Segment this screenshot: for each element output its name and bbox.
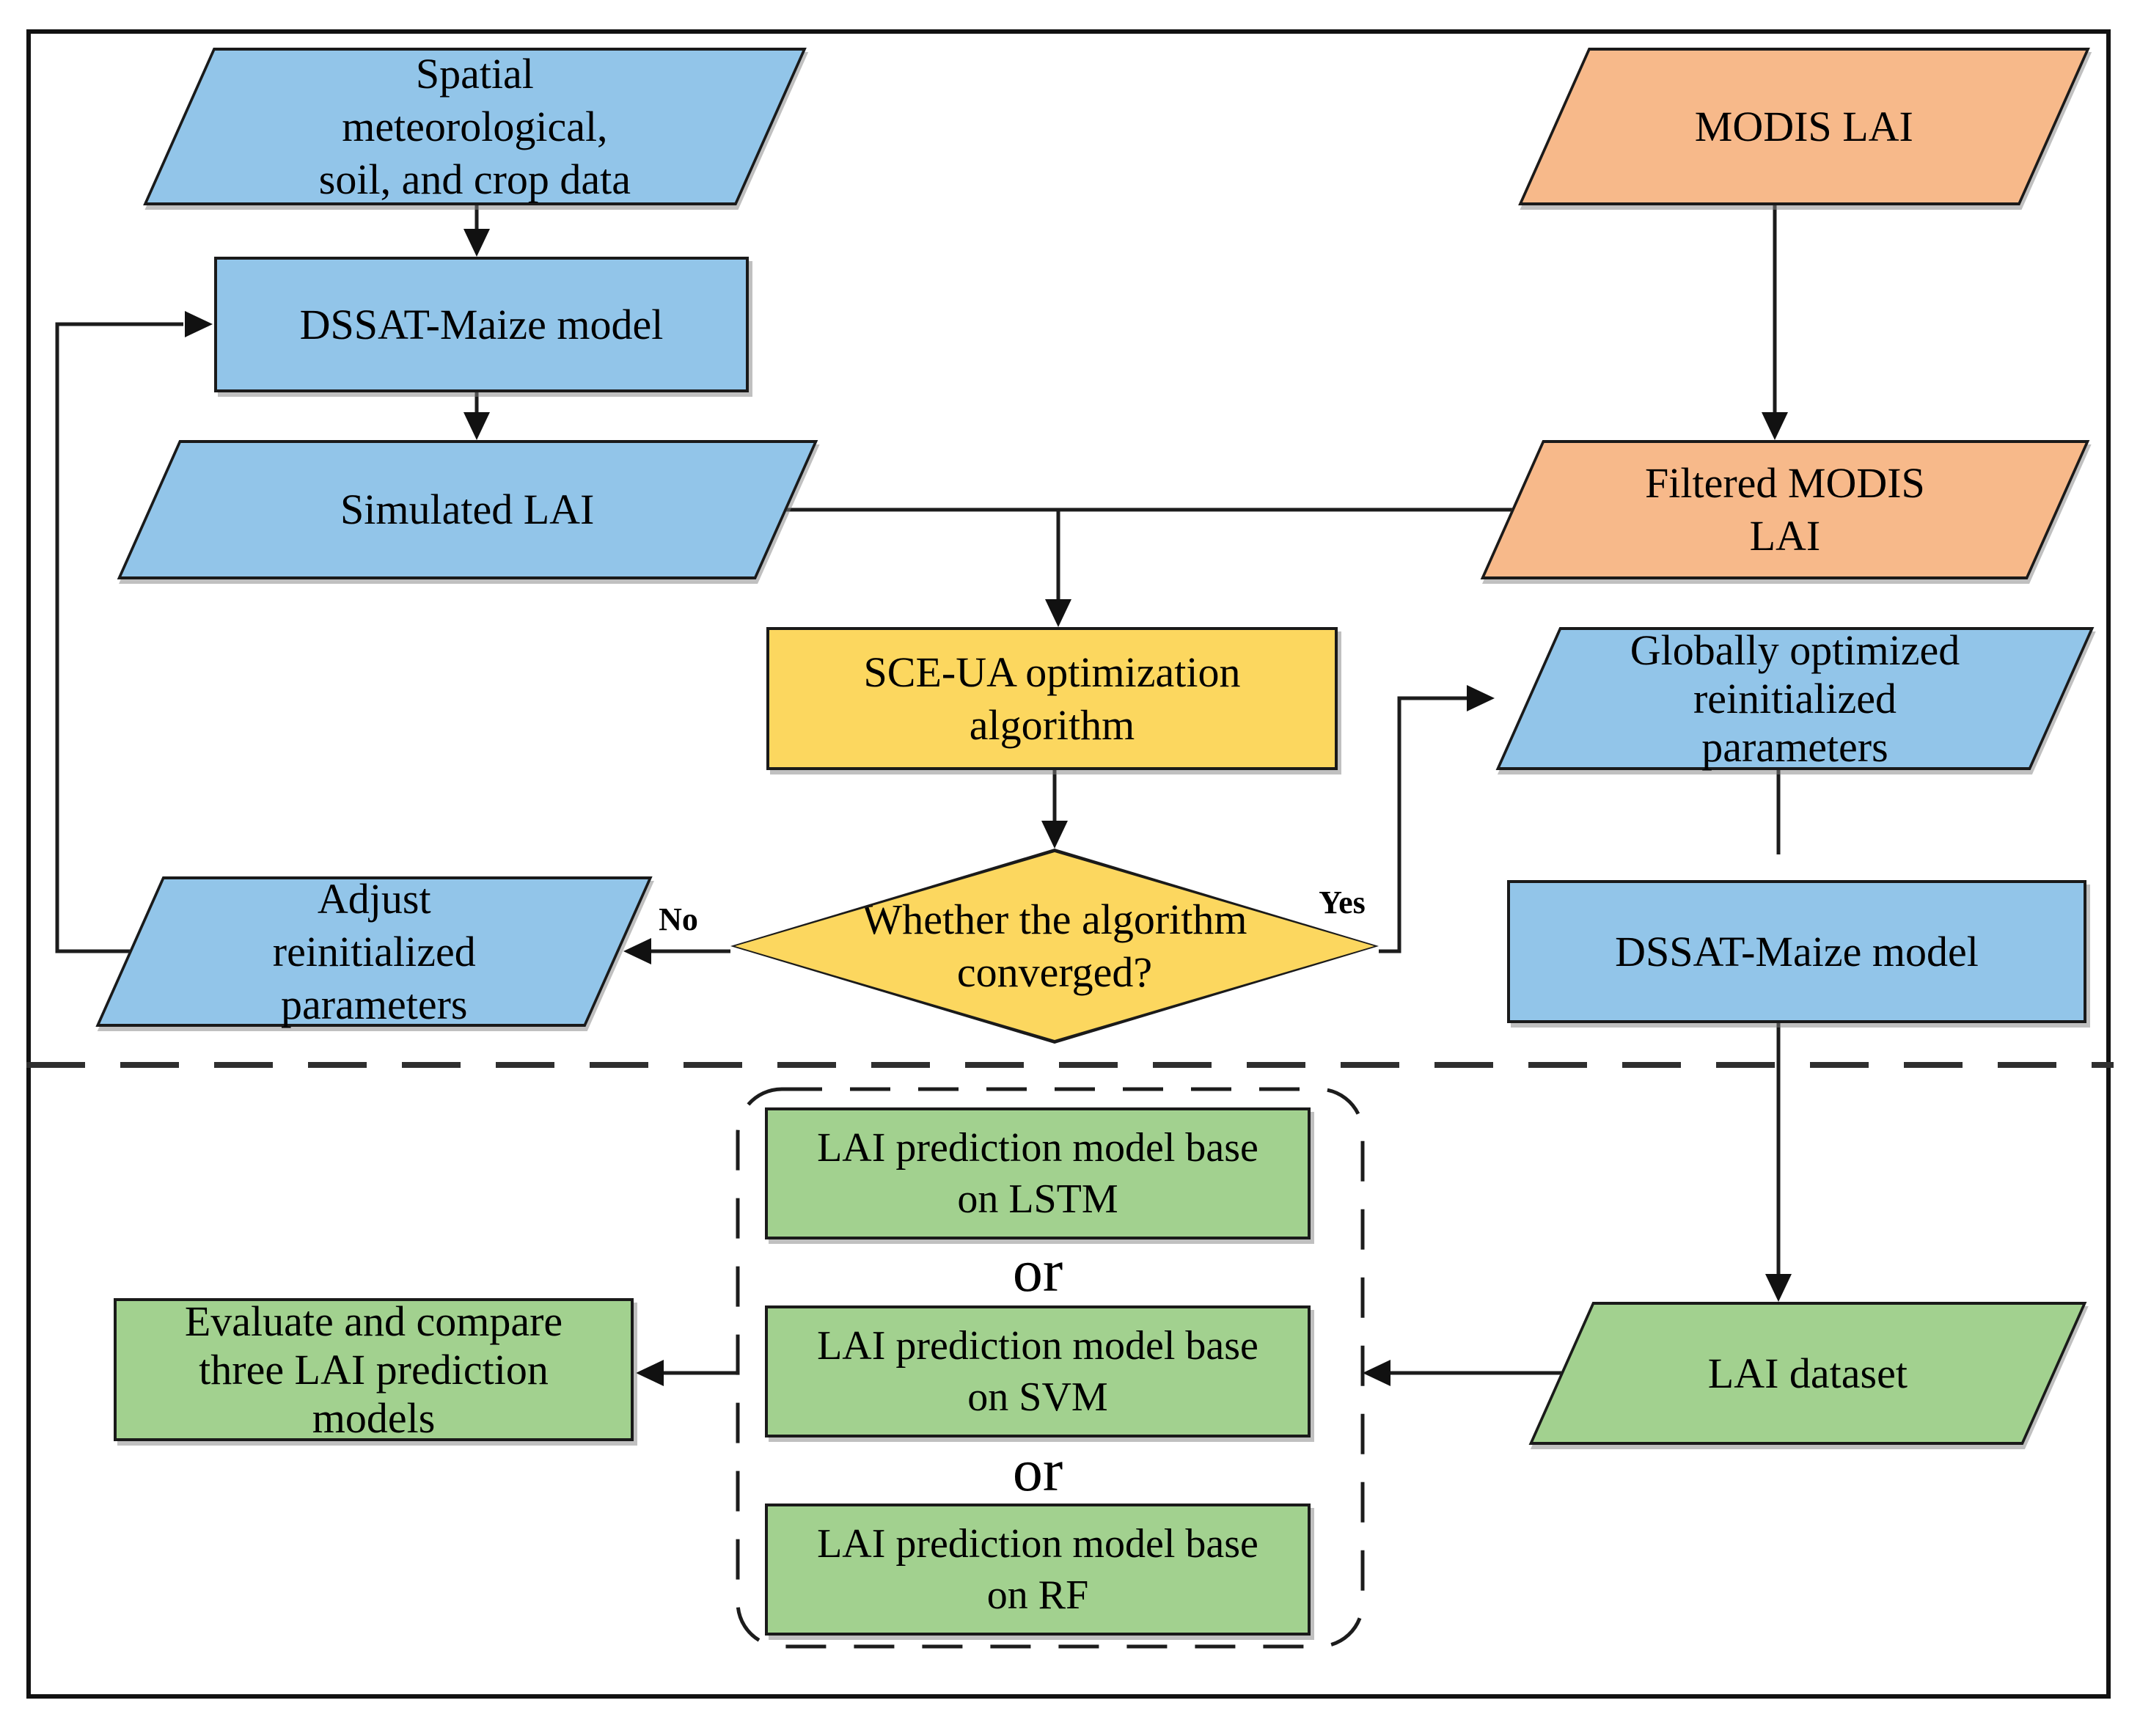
node-adjust-parameters: Adjust reinitialized parameters <box>95 875 653 1028</box>
node-label: MODIS LAI <box>1694 102 1914 150</box>
arrowhead-down-icon <box>1765 1274 1792 1302</box>
node-spatial-data: Spatial meteorological, soil, and crop d… <box>143 48 807 205</box>
line-feedback-adjust-to-dssat1 <box>55 322 183 953</box>
node-dssat-maize-model-2: DSSAT-Maize model <box>1507 880 2086 1023</box>
arrowhead-right-icon <box>185 311 213 337</box>
node-svm-model: LAI prediction model base on SVM <box>765 1305 1311 1437</box>
arrowhead-down-icon <box>1762 412 1788 440</box>
edge-label-no: No <box>659 901 698 937</box>
node-filtered-modis-lai: Filtered MODIS LAI <box>1480 440 2090 579</box>
arrowhead-right-icon <box>1467 685 1495 711</box>
node-label: DSSAT-Maize model <box>1615 927 1979 975</box>
node-sce-ua-algorithm: SCE-UA optimization algorithm <box>766 627 1338 770</box>
arrowhead-left-icon <box>636 1360 664 1386</box>
node-evaluate-models: Evaluate and compare three LAI predictio… <box>114 1297 634 1442</box>
arrowhead-down-icon <box>1045 599 1071 627</box>
edge-label-yes: Yes <box>1319 885 1366 920</box>
node-label: SCE-UA optimization algorithm <box>863 648 1241 749</box>
arrowhead-left-icon <box>1363 1360 1390 1386</box>
node-label: Evaluate and compare three LAI predictio… <box>184 1297 563 1442</box>
node-label: Filtered MODIS LAI <box>1645 459 1925 560</box>
node-label: Simulated LAI <box>340 486 595 533</box>
node-label: LAI dataset <box>1707 1349 1908 1397</box>
figure-border <box>26 29 2111 1699</box>
node-label: Whether the algorithm converged? <box>862 896 1247 996</box>
node-label: Adjust reinitialized parameters <box>272 874 476 1028</box>
arrowhead-left-icon <box>623 938 651 964</box>
node-label: Spatial meteorological, soil, and crop d… <box>318 49 631 203</box>
node-label: Globally optimized reinitialized paramet… <box>1630 626 1960 771</box>
node-simulated-lai: Simulated LAI <box>117 440 818 579</box>
arrowhead-down-icon <box>463 412 490 440</box>
arrowhead-down-icon <box>463 229 490 257</box>
node-dssat-maize-model-1: DSSAT-Maize model <box>214 257 749 392</box>
node-lai-dataset: LAI dataset <box>1528 1302 2087 1445</box>
arrowhead-down-icon <box>1041 821 1068 849</box>
node-label: LAI prediction model base on SVM <box>817 1323 1258 1420</box>
line-yes-diamond-to-globally <box>1379 696 1467 953</box>
node-label: LAI prediction model base on RF <box>817 1521 1258 1618</box>
node-modis-lai: MODIS LAI <box>1518 48 2090 205</box>
or-label-2: or <box>1012 1437 1063 1504</box>
models-dashed-container <box>736 1087 1365 1649</box>
node-label: DSSAT-Maize model <box>299 300 664 348</box>
node-lstm-model: LAI prediction model base on LSTM <box>765 1107 1311 1239</box>
node-rf-model: LAI prediction model base on RF <box>765 1504 1311 1636</box>
or-label-1: or <box>1012 1237 1063 1304</box>
node-label: LAI prediction model base on LSTM <box>817 1125 1258 1222</box>
node-globally-optimized-parameters: Globally optimized reinitialized paramet… <box>1495 626 2095 771</box>
